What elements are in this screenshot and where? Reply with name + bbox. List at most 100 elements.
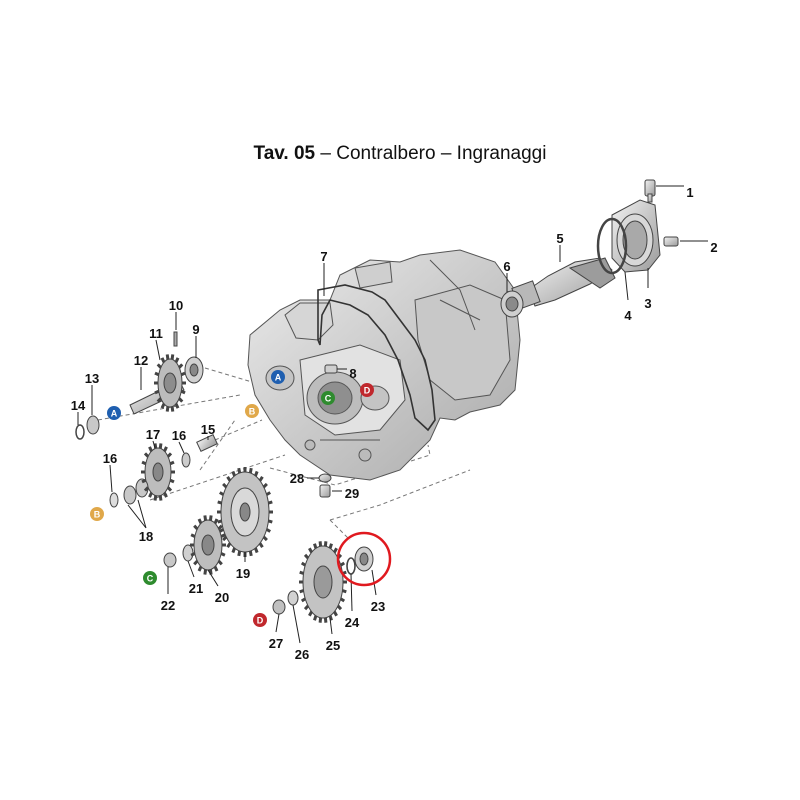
leader-line (109, 464, 113, 493)
gear-tooth (262, 535, 268, 542)
callout-number: 18 (139, 529, 153, 544)
callout-number: 6 (503, 259, 510, 274)
gear-tooth (222, 482, 228, 489)
highlight-circle (336, 531, 392, 587)
callout-number: 22 (161, 598, 175, 613)
gear-tooth (160, 403, 166, 409)
gear-19 (220, 471, 270, 553)
callout-number: 21 (189, 581, 203, 596)
gear-tooth (203, 515, 208, 521)
gear-tooth (222, 535, 228, 542)
gear-tooth (190, 552, 196, 557)
gear-tooth (148, 446, 153, 452)
leader-line (292, 604, 301, 644)
gear-tooth (248, 550, 253, 557)
badge-letter: A (111, 409, 118, 419)
gear-tooth (248, 467, 253, 474)
leader-line (127, 499, 147, 529)
gear-tooth (328, 543, 333, 549)
gear-tooth (217, 500, 223, 505)
callout-number: 10 (169, 298, 183, 313)
gear-tooth (231, 470, 236, 477)
output-shaft (511, 257, 616, 310)
o-ring (596, 217, 628, 275)
callout-number: 16 (103, 451, 117, 466)
gear-tooth (170, 406, 175, 412)
callout-number: 1 (686, 185, 693, 200)
gear-tooth (313, 543, 318, 549)
gear-tooth (258, 542, 264, 548)
badge-letter: B (249, 407, 256, 417)
leader-line (207, 569, 219, 587)
callout-number: 8 (349, 366, 356, 381)
gear-tooth (336, 604, 343, 611)
plug-28-29 (318, 473, 332, 498)
gear-tooth (208, 515, 213, 521)
badge-letter: D (364, 386, 371, 396)
callout-number: 13 (85, 371, 99, 386)
badge-letter: A (275, 373, 282, 383)
gear-tooth (213, 518, 219, 524)
gear-tooth (174, 403, 180, 409)
gear-tooth (160, 357, 166, 363)
gear-tooth (193, 524, 199, 530)
gear-tooth (299, 589, 305, 594)
gear-tooth (339, 597, 346, 603)
callout-number: 16 (172, 428, 186, 443)
callout-number: 11 (149, 326, 163, 341)
gear-tooth (163, 492, 168, 498)
gear-tooth (267, 500, 273, 505)
crankcase (247, 249, 521, 481)
gear-tooth (166, 452, 173, 458)
diagram-title: Tav. 05 – Contralbero – Ingranaggi (0, 143, 800, 165)
leader-line (155, 339, 161, 361)
gear-tooth (141, 460, 147, 466)
gear-teeth (141, 354, 347, 623)
callout-number: 7 (320, 249, 327, 264)
badge-circle (245, 404, 259, 418)
badge-circle (253, 613, 267, 627)
gear-tooth (197, 518, 203, 524)
callout-number: 4 (624, 308, 632, 323)
callout-number: 2 (710, 240, 717, 255)
gear-tooth (303, 604, 310, 611)
gear-tooth (300, 597, 307, 603)
bolt-2 (663, 236, 679, 247)
gasket (317, 284, 436, 432)
callout-number: 23 (371, 599, 385, 614)
gear-tooth (262, 482, 268, 489)
gear-tooth (203, 569, 208, 575)
badge-circle (321, 391, 335, 405)
gear-tooth (299, 570, 305, 575)
gear-tooth (193, 560, 199, 566)
leader-line (178, 441, 185, 454)
callout-number: 17 (146, 427, 160, 442)
gear-tooth (254, 470, 259, 477)
callout-number: 9 (192, 322, 199, 337)
gear-tooth (163, 446, 168, 452)
gear-tooth (153, 443, 158, 449)
gear-tooth (267, 519, 273, 524)
gear-tooth (178, 363, 184, 369)
gear-tooth (328, 615, 333, 621)
gear-tooth (254, 547, 259, 554)
gear-tooth (339, 561, 346, 567)
gear-tooth (220, 533, 226, 538)
gear-tooth (218, 491, 225, 496)
leader-line (624, 271, 629, 301)
title-prefix: Tav. 05 (253, 143, 316, 164)
gear-tooth (231, 547, 236, 554)
leader-line (187, 560, 195, 578)
gear-tooth (180, 371, 186, 377)
gear-tooth (156, 397, 162, 403)
gear-tooth (169, 460, 175, 466)
callout-number: 26 (295, 647, 309, 662)
bolt-1 (644, 179, 656, 203)
gear-tooth (148, 492, 153, 498)
flange (611, 199, 661, 273)
gear-tooth (190, 533, 196, 538)
gear-tooth (180, 389, 186, 395)
leader-line (329, 617, 333, 635)
